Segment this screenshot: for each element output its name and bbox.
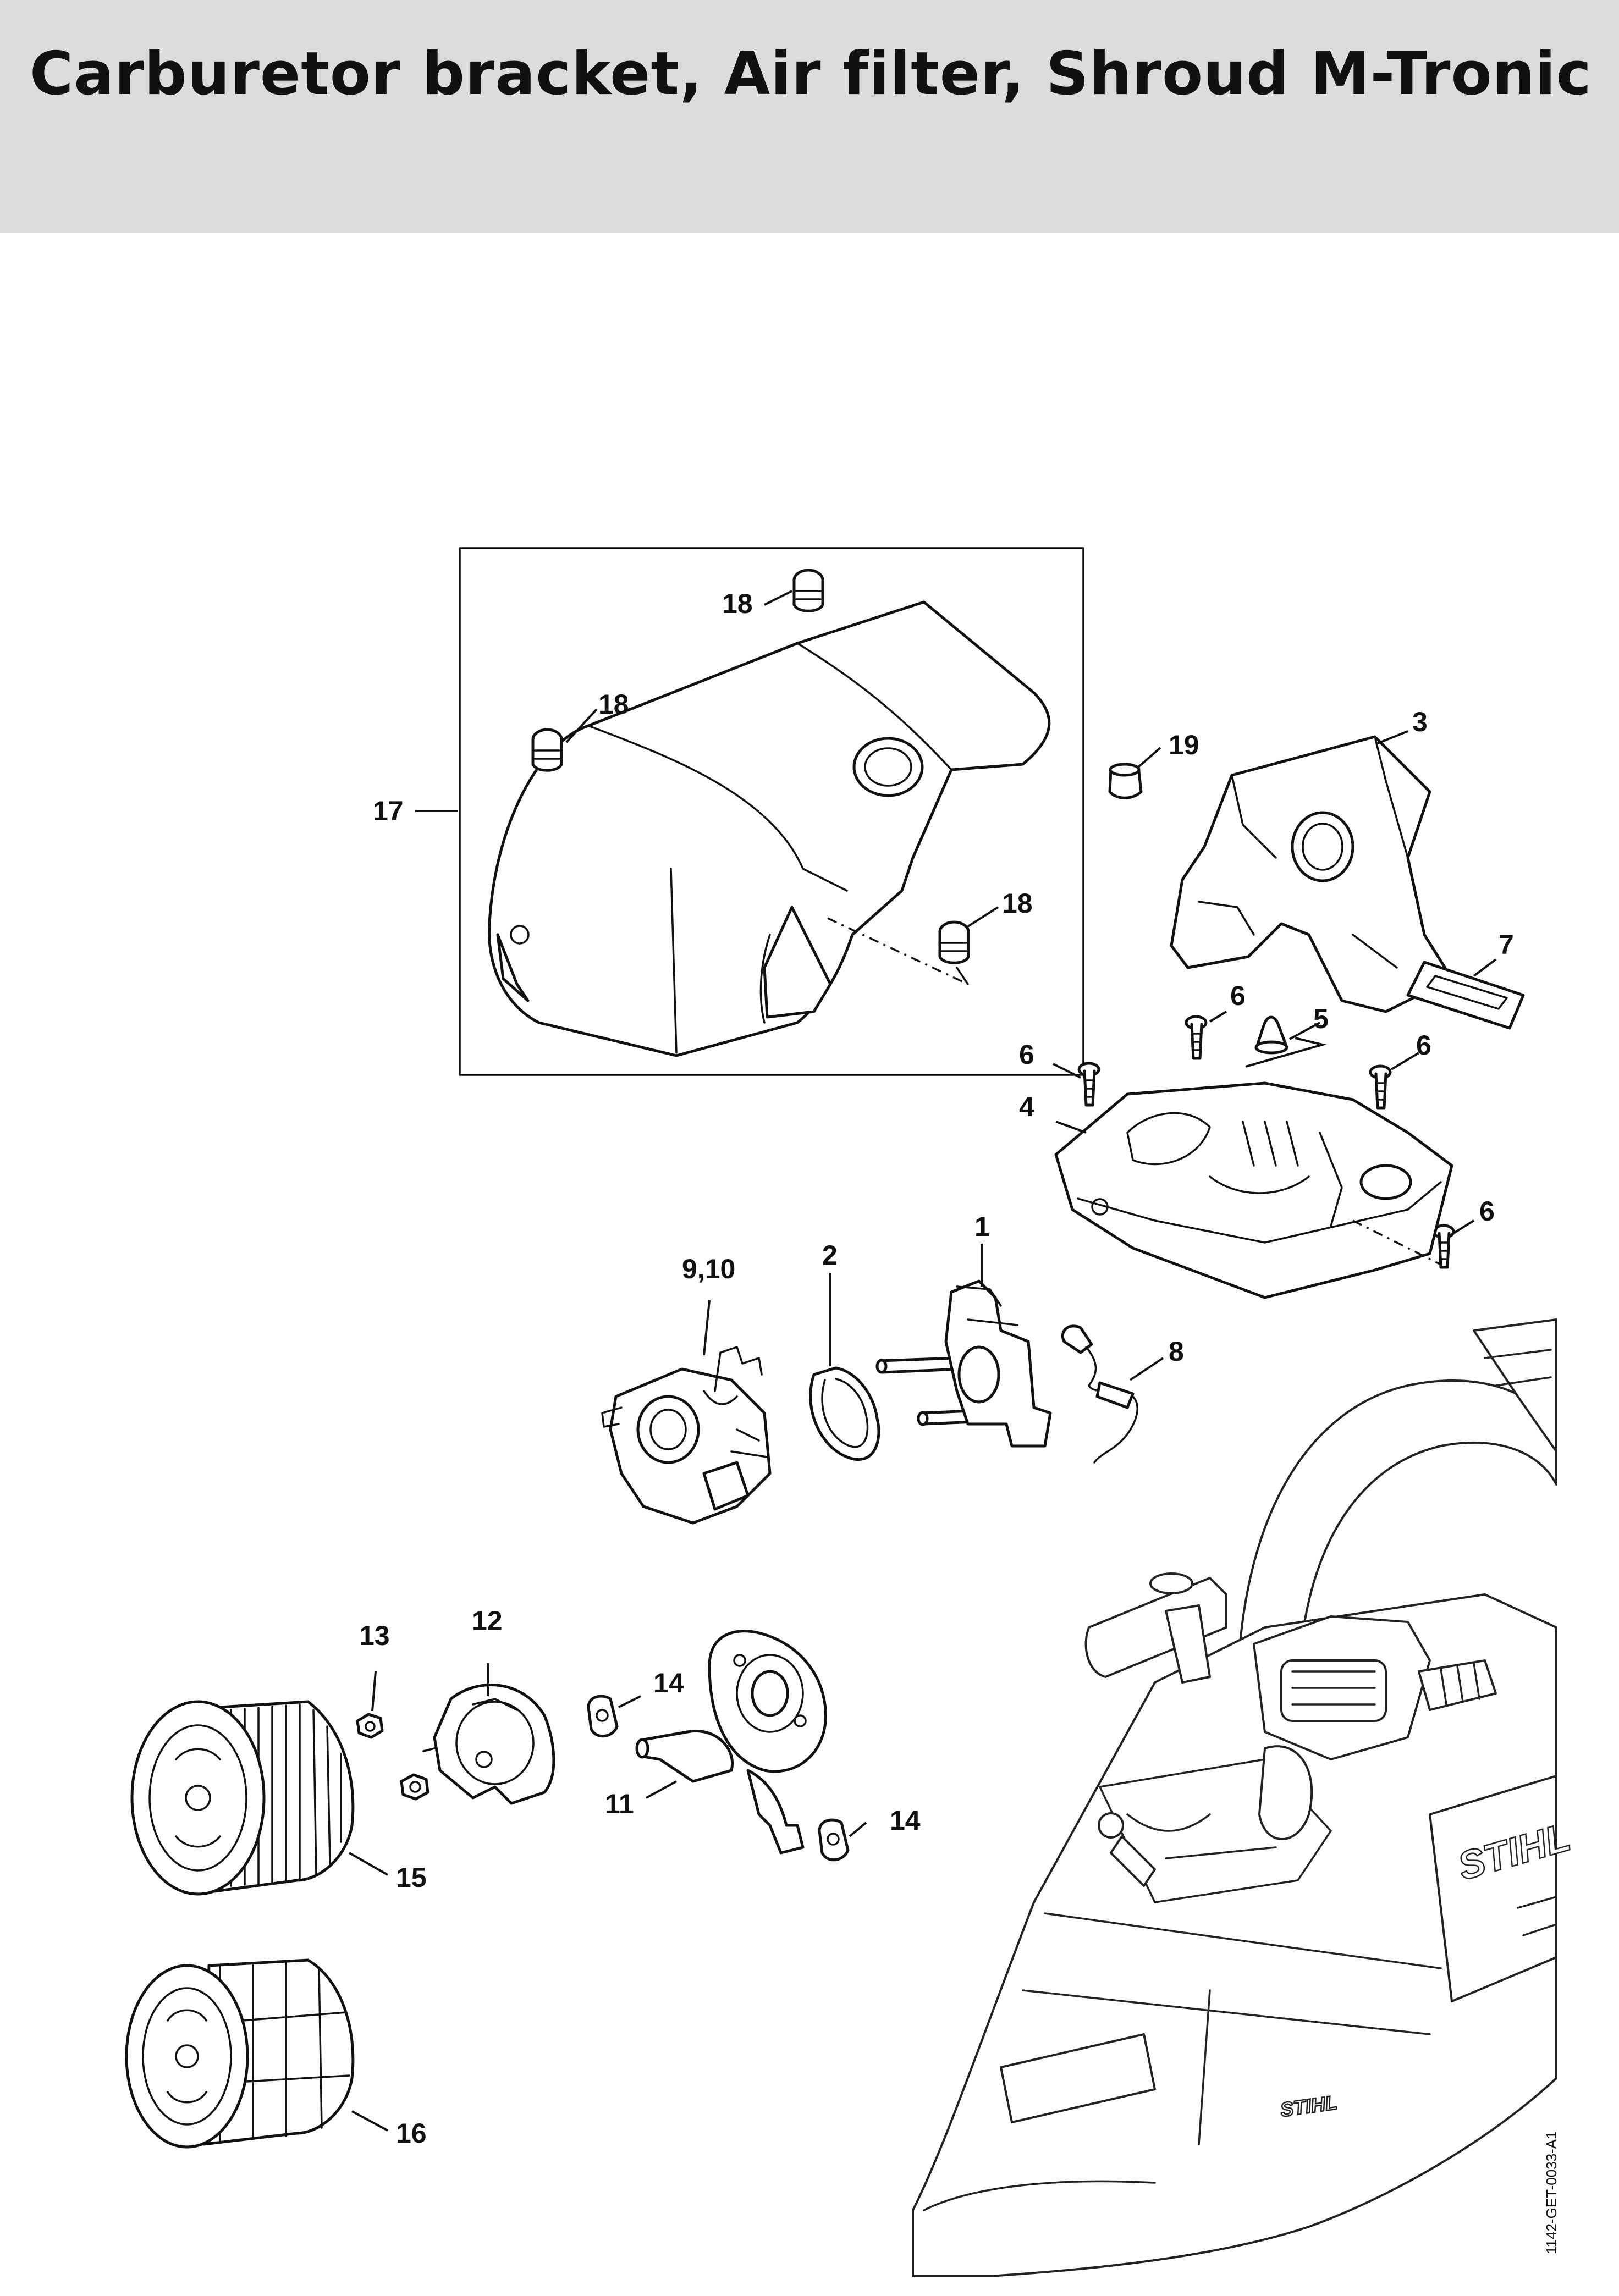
page-title: Carburetor bracket, Air filter, Shroud M…: [30, 40, 1592, 108]
screw-18-left: [531, 728, 563, 772]
callout-14-lower: 14: [890, 1805, 921, 1836]
callout-13: 13: [359, 1620, 390, 1651]
callout-18-left: 18: [598, 689, 629, 720]
callout-11: 11: [605, 1789, 634, 1819]
screw-6-b: [1185, 1015, 1208, 1060]
callout-2: 2: [822, 1240, 838, 1271]
clip-14-a: [587, 1695, 619, 1738]
plate-7: [1406, 961, 1525, 1030]
callout-16: 16: [396, 2118, 427, 2149]
grommet-5: [1254, 1015, 1288, 1055]
leader-lines: [349, 590, 1497, 2132]
air-filter-16: [125, 1958, 355, 2149]
callout-7: 7: [1499, 929, 1514, 960]
callout-labels: 17 18 18 18 19 3 7 6 5 6 6 4 6 1 2 9,10 …: [359, 588, 1514, 2149]
gasket-2: [809, 1366, 880, 1461]
callout-18-right: 18: [1002, 888, 1033, 919]
callout-14-upper: 14: [653, 1668, 684, 1698]
callout-19: 19: [1169, 730, 1199, 760]
shroud-kit-box: [459, 547, 1084, 1076]
screw-18-top: [792, 569, 824, 612]
screw-18-right: [938, 920, 970, 964]
plug-19: [1108, 763, 1143, 799]
callout-12: 12: [472, 1605, 503, 1636]
nut-13: [356, 1713, 384, 1739]
screw-6-a: [1077, 1062, 1100, 1107]
header-bar: Carburetor bracket, Air filter, Shroud M…: [0, 0, 1619, 233]
intake-ring: [708, 1630, 827, 1773]
callout-5: 5: [1313, 1003, 1329, 1034]
callout-3: 3: [1412, 707, 1428, 737]
screw-6-d: [1432, 1224, 1455, 1269]
carburetor-bracket-1: [875, 1279, 1052, 1448]
screw-6-c: [1369, 1064, 1392, 1110]
callout-6-lower: 6: [1479, 1196, 1495, 1227]
callout-18-top: 18: [722, 588, 753, 619]
carburetor-box-4: [1054, 1081, 1453, 1299]
clip-14-b: [818, 1818, 850, 1862]
housing-12: [422, 1684, 555, 1805]
callout-8: 8: [1169, 1336, 1184, 1367]
callout-15: 15: [396, 1862, 427, 1893]
baffle-part: [1170, 735, 1453, 1013]
elbow-11: [635, 1730, 805, 1855]
carburetor-9-10: [601, 1346, 772, 1525]
callout-1: 1: [974, 1211, 990, 1242]
callout-9-10: 9,10: [682, 1254, 735, 1284]
nut-13b: [400, 1773, 429, 1801]
callout-17: 17: [373, 796, 404, 826]
callout-6-right: 6: [1416, 1030, 1431, 1061]
cable-8: [1061, 1324, 1138, 1464]
callout-4: 4: [1019, 1091, 1034, 1122]
shroud-part: [488, 600, 1051, 1057]
callout-6-left: 6: [1019, 1039, 1034, 1070]
air-filter-15: [130, 1700, 355, 1896]
callout-6-center: 6: [1230, 980, 1246, 1011]
document-code: 1142-GET-0033-A1: [1543, 2131, 1560, 2254]
chainsaw-illustration: STIHL STIHL: [912, 1318, 1576, 2277]
